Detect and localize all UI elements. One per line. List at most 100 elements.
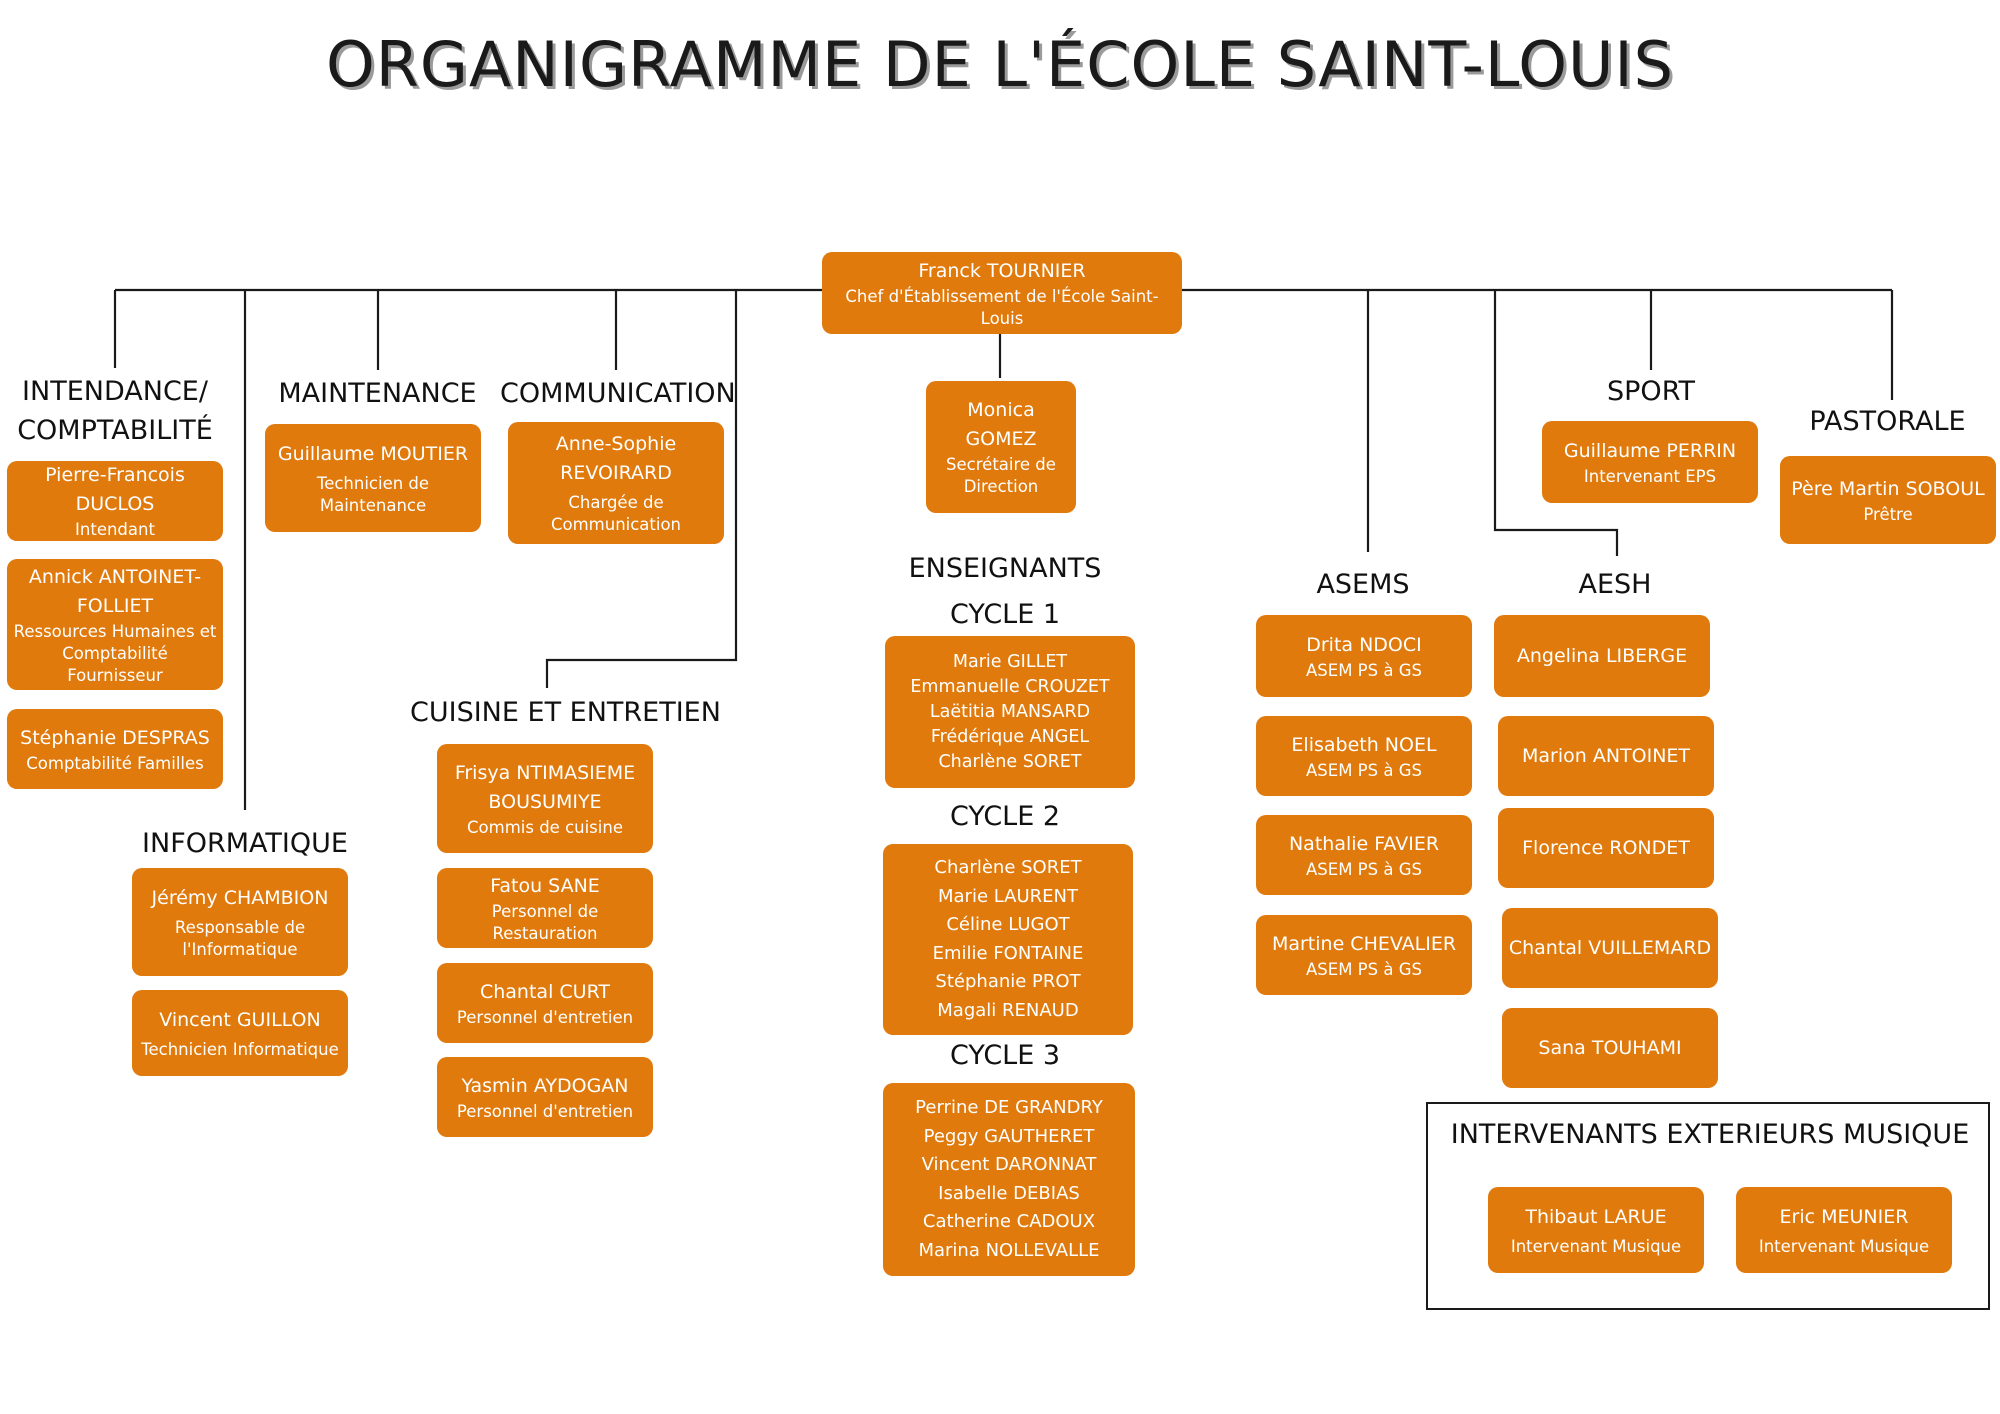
music-heading: INTERVENANTS EXTERIEURS MUSIQUE [1450,1119,1970,1150]
sport-person-1: Guillaume PERRIN Intervenant EPS [1542,421,1758,503]
music-person-1: Thibaut LARUE Intervenant Musique [1488,1187,1704,1273]
connector-cuisine [545,290,738,688]
person-role: Intervenant EPS [1583,466,1717,486]
intendance-person-2: Annick ANTOINET- FOLLIET Ressources Huma… [7,559,223,690]
person-name-line2: FOLLIET [76,594,154,617]
person-name-line2: REVOIRARD [560,462,672,484]
person-name: Vincent GUILLON [159,1008,321,1031]
person-role: Personnel d'entretien [456,1007,634,1027]
cuisine-heading: CUISINE ET ENTRETIEN [410,697,721,728]
aesh-person-5: Sana TOUHAMI [1502,1008,1718,1088]
person-role-line1: Chargée de [568,493,664,512]
director-name: Franck TOURNIER [918,259,1086,282]
person-role: Commis de cuisine [467,817,623,837]
music-section-frame [1426,1102,1990,1310]
communication-person-1: Anne-Sophie REVOIRARD Chargée de Communi… [508,422,724,544]
intendance-person-1: Pierre-Francois DUCLOS Intendant [7,461,223,541]
person-name-line2: BOUSUMIYE [488,790,602,813]
teacher-name: Marina NOLLEVALLE [918,1239,1100,1261]
person-name: Pierre-Francois DUCLOS [45,464,185,515]
cuisine-person-1: Frisya NTIMASIEME BOUSUMIYE Commis de cu… [437,744,653,853]
asems-person-3: Nathalie FAVIER ASEM PS à GS [1256,815,1472,895]
teacher-name: Marie GILLET [952,651,1068,672]
intendance-heading: INTENDANCE/ COMPTABILITÉ [0,372,230,450]
secretary-name-line1: Monica [967,399,1035,421]
teacher-name: Laëtitia MANSARD [929,701,1091,722]
person-name: Sana TOUHAMI [1538,1036,1682,1059]
teacher-name: Frédérique ANGEL [930,726,1090,747]
teacher-name: Vincent DARONNAT [921,1154,1097,1175]
asems-heading: ASEMS [1316,569,1410,600]
person-role: Personnel de Restauration [491,901,599,943]
sport-heading: SPORT [1607,376,1695,407]
cycle2-heading: CYCLE 2 [949,801,1061,832]
teacher-name: Emilie FONTAINE [932,942,1084,964]
asems-person-1: Drita NDOCI ASEM PS à GS [1256,615,1472,697]
director-role: Chef d'Établissement de l'École Saint-Lo… [845,286,1159,328]
cycle2-box: Charlène SORET Marie LAURENT Céline LUGO… [883,844,1133,1035]
cycle3-box: Perrine DE GRANDRY Peggy GAUTHERET Vince… [883,1083,1135,1276]
page-title: ORGANIGRAMME DE L'ÉCOLE SAINT-LOUIS [325,28,1675,101]
cycle1-heading: CYCLE 1 [949,599,1061,630]
teacher-name: Isabelle DEBIAS [938,1182,1080,1204]
asems-person-4: Martine CHEVALIER ASEM PS à GS [1256,915,1472,995]
person-name: Angelina LIBERGE [1516,644,1688,667]
director-box: Franck TOURNIER Chef d'Établissement de … [822,252,1182,334]
person-role: Comptabilité Familles [26,753,204,773]
person-role: ASEM PS à GS [1306,760,1422,780]
person-name-line1: Anne-Sophie [555,433,677,455]
person-name: Elisabeth NOEL [1291,733,1437,756]
intendance-heading-line2: COMPTABILITÉ [17,415,213,446]
teacher-name: Stéphanie PROT [935,971,1081,992]
person-name: Thibaut LARUE [1525,1205,1667,1228]
person-role: ASEM PS à GS [1306,959,1422,979]
enseignants-heading: ENSEIGNANTS [908,553,1102,584]
cuisine-person-4: Yasmin AYDOGAN Personnel d'entretien [437,1057,653,1137]
person-name: Père Martin SOBOUL [1791,477,1985,500]
aesh-heading: AESH [1578,569,1652,600]
person-name-line1: Annick ANTOINET- [28,565,202,588]
aesh-person-2: Marion ANTOINET [1498,716,1714,796]
person-name: Martine CHEVALIER [1271,932,1457,955]
intendance-heading-line1: INTENDANCE/ [22,376,208,407]
person-role-line2: Communication [550,515,682,534]
person-role: Intendant [75,520,155,539]
pastorale-person-1: Père Martin SOBOUL Prêtre [1780,456,1996,544]
maintenance-heading: MAINTENANCE [278,378,477,409]
secretary-name-line2: GOMEZ [965,428,1037,450]
secretary-role-line2: Direction [963,477,1039,496]
cycle1-box: Marie GILLET Emmanuelle CROUZET Laëtitia… [885,636,1135,788]
teacher-name: Charlène SORET [934,857,1082,878]
informatique-person-2: Vincent GUILLON Technicien Informatique [132,990,348,1076]
person-name: Yasmin AYDOGAN [461,1074,629,1097]
person-role: ASEM PS à GS [1306,859,1422,879]
teacher-name: Charlène SORET [938,751,1082,772]
person-name-line1: Frisya NTIMASIEME [454,761,636,784]
cycle3-heading: CYCLE 3 [949,1040,1061,1071]
secretary-box: Monica GOMEZ Secrétaire de Direction [926,381,1076,513]
maintenance-person-1: Guillaume MOUTIER Technicien de Maintena… [265,424,481,532]
person-role: ASEM PS à GS [1306,660,1422,680]
teacher-name: Emmanuelle CROUZET [910,676,1110,697]
person-name: Drita NDOCI [1306,633,1422,656]
cuisine-person-2: Fatou SANE Personnel de Restauration [437,868,653,948]
person-name: Chantal VUILLEMARD [1508,936,1712,959]
person-role: Intervenant Musique [1510,1236,1682,1256]
person-role-line2: Maintenance [319,495,427,515]
person-role-line1: Responsable de [174,917,306,937]
person-name: Guillaume MOUTIER [277,442,469,465]
pastorale-heading: PASTORALE [1809,406,1966,437]
person-role-line2: Comptabilité Fournisseur [62,643,168,685]
person-name: Chantal CURT [479,980,610,1003]
person-role-line1: Ressources Humaines et [13,621,217,641]
person-role: Intervenant Musique [1758,1236,1930,1256]
teacher-name: Céline LUGOT [946,914,1070,935]
person-name: Eric MEUNIER [1779,1205,1909,1228]
person-role: Personnel d'entretien [456,1101,634,1121]
informatique-person-1: Jérémy CHAMBION Responsable de l'Informa… [132,868,348,976]
intendance-person-3: Stéphanie DESPRAS Comptabilité Familles [7,709,223,789]
music-person-2: Eric MEUNIER Intervenant Musique [1736,1187,1952,1273]
person-role: Technicien Informatique [141,1039,339,1059]
person-role: Prêtre [1863,504,1913,524]
teacher-name: Peggy GAUTHERET [923,1125,1095,1147]
